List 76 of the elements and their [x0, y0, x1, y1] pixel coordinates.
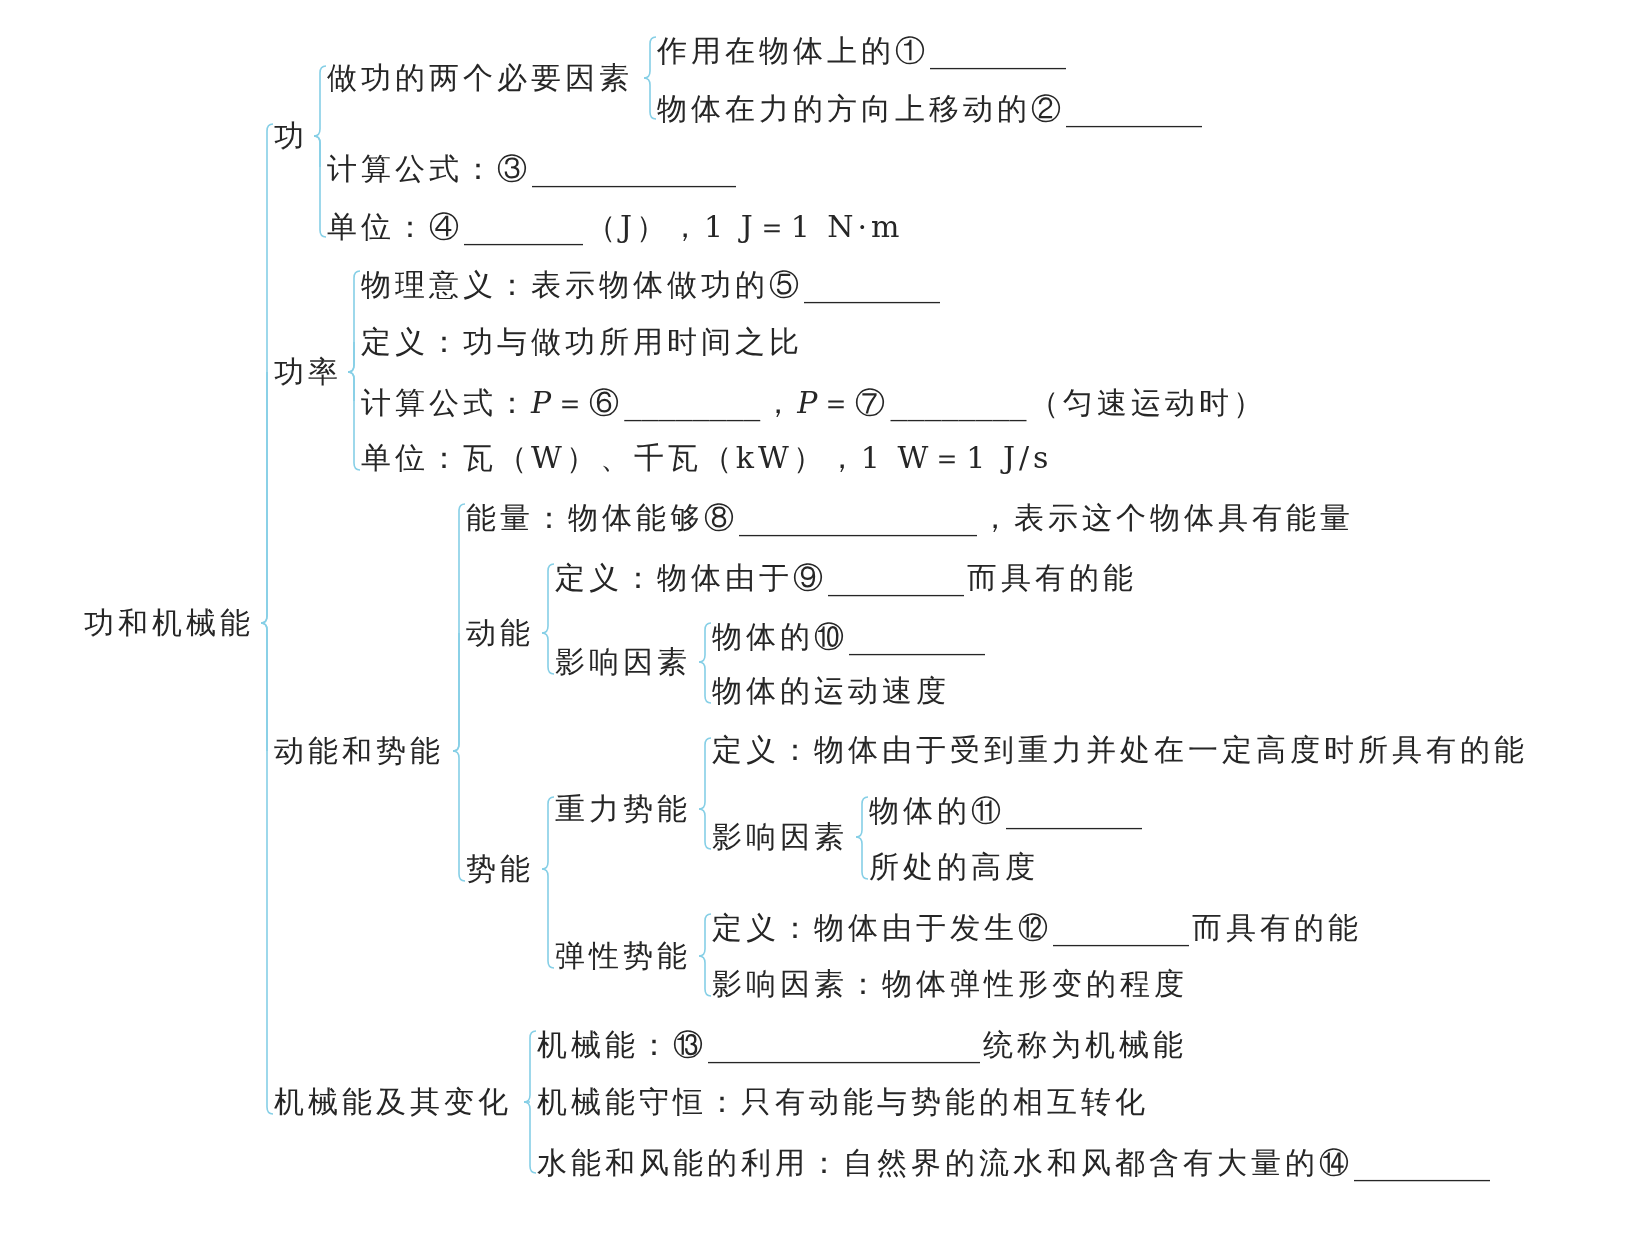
- detail-text: 物体的运动速度: [711, 671, 950, 711]
- detail-text: （匀速运动时）: [1029, 385, 1268, 420]
- brace-line: [313, 65, 327, 137]
- brace-line: [643, 77, 657, 120]
- detail-text: 机械能守恒：只有动能与势能的相互转化: [530, 1082, 1149, 1122]
- detail-text: 影响因素：物体弹性形变的程度: [711, 964, 1188, 1004]
- detail-text: 物体的⑪: [869, 793, 1005, 828]
- brace-line: [698, 661, 712, 704]
- detail-text: 计算公式：③: [327, 151, 531, 186]
- branch-topic: 做功的两个必要因素: [326, 58, 644, 98]
- detail-text: ，表示这个物体具有能量: [980, 500, 1354, 535]
- central-topic: 功和机械能: [84, 603, 261, 643]
- detail-text: 所处的高度: [868, 847, 1039, 887]
- brace-line: [855, 836, 869, 880]
- detail-text: 物体在力的方向上移动的②: [657, 91, 1065, 126]
- detail-text: 水能和风能的利用：自然界的流水和风都含有大量的⑭: [537, 1145, 1353, 1180]
- brace-line: [541, 796, 555, 870]
- branch-topic: 弹性势能: [554, 936, 699, 976]
- brace-line: [541, 563, 555, 634]
- fill-in-line: ________: [828, 556, 964, 596]
- detail-text: （J），1 J＝1 N·m: [586, 209, 904, 244]
- fill-in-line: ____________: [532, 147, 736, 187]
- fill-in-line: ________: [890, 381, 1027, 421]
- brace-line: [698, 808, 712, 850]
- detail-text: 单位：瓦（W）、千瓦（kW），1 W＝1 J/s: [360, 438, 1053, 478]
- branch-topic: 影响因素: [554, 642, 699, 682]
- detail-text: 定义：物体由于发生⑫: [712, 910, 1052, 945]
- fill-in-line: ______________: [739, 496, 977, 536]
- brace-line: [313, 135, 327, 238]
- branch-topic: 功率: [267, 352, 348, 392]
- detail-text: 定义：物体由于⑨: [555, 560, 827, 595]
- detail-text: 物理意义：表示物体做功的⑤: [361, 267, 803, 302]
- detail-text: 而具有的能: [1192, 910, 1362, 945]
- brace-line: [452, 632, 460, 752]
- detail-text: 统称为机械能: [983, 1027, 1187, 1062]
- brace-line: [541, 632, 555, 675]
- brace-line: [347, 341, 355, 373]
- detail-text: 而具有的能: [967, 560, 1137, 595]
- fill-in-line: _______: [464, 205, 583, 245]
- branch-topic: 势能: [465, 849, 542, 889]
- brace-line: [643, 36, 657, 79]
- fill-in-line: ________: [1066, 87, 1202, 127]
- brace-line: [855, 796, 869, 838]
- fill-in-line: ________: [849, 615, 985, 655]
- fill-in-line: ________: [804, 263, 940, 303]
- brace-line: [523, 1101, 537, 1174]
- fill-in-line: ________: [1053, 906, 1189, 946]
- detail-text: 计算公式：P＝⑥: [361, 385, 624, 420]
- detail-text: 能量：物体能够⑧: [466, 500, 738, 535]
- detail-text: 定义：功与做功所用时间之比: [354, 322, 803, 362]
- detail-text: 物体的⑩: [712, 619, 848, 654]
- branch-topic: 影响因素: [711, 817, 856, 857]
- brace-line: [260, 371, 268, 624]
- branch-topic: 动能: [459, 613, 542, 653]
- brace-line: [347, 371, 361, 471]
- brace-line: [698, 622, 712, 663]
- fill-in-line: ________: [624, 381, 761, 421]
- fill-in-line: ________________: [708, 1023, 980, 1063]
- fill-in-line: ________: [930, 29, 1066, 69]
- brace-line: [698, 955, 712, 997]
- brace-line: [260, 622, 274, 1115]
- detail-text: 单位：④: [327, 209, 463, 244]
- branch-topic: 机械能及其变化: [273, 1082, 524, 1122]
- fill-in-line: ________: [1006, 789, 1142, 829]
- branch-topic: 动能和势能: [267, 731, 453, 771]
- detail-text: 作用在物体上的①: [657, 33, 929, 68]
- brace-line: [698, 737, 712, 810]
- fill-in-line: ________: [1354, 1141, 1490, 1181]
- brace-line: [541, 868, 555, 969]
- brace-line: [452, 750, 466, 882]
- detail-text: ，P＝⑦: [763, 385, 890, 420]
- brace-line: [698, 913, 712, 957]
- detail-text: 定义：物体由于受到重力并处在一定高度时所具有的能: [711, 730, 1528, 770]
- branch-topic: 重力势能: [554, 789, 699, 829]
- branch-topic: 功: [273, 116, 314, 156]
- detail-text: 机械能：⑬: [537, 1027, 707, 1062]
